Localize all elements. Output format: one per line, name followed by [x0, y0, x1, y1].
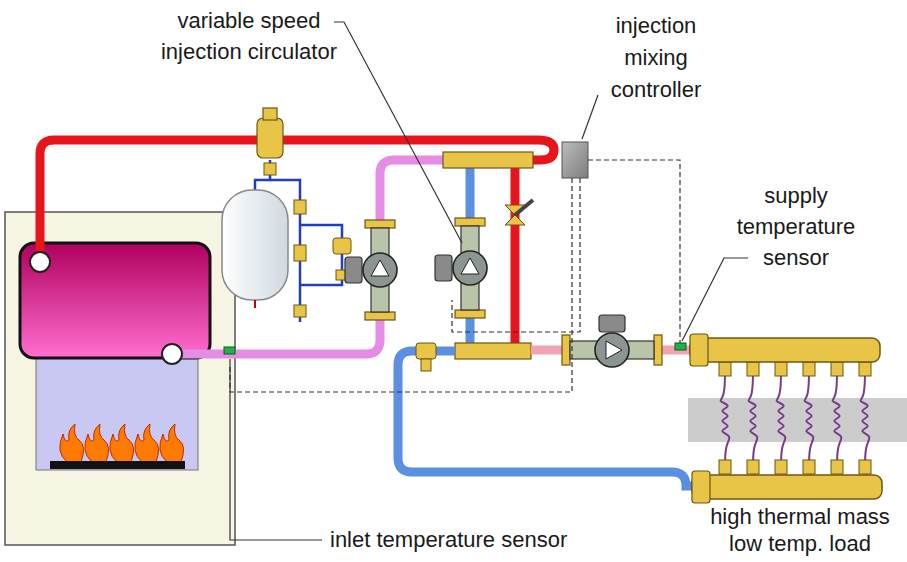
manifold-outlet — [859, 362, 871, 376]
boiler-circulator — [345, 220, 397, 320]
small-valves-part — [294, 200, 306, 214]
burner-flames-part — [60, 424, 84, 462]
boiler — [5, 212, 235, 545]
callout-label: high thermal mass low temp. load — [698, 503, 902, 557]
supply-manifold-part — [690, 338, 880, 362]
air-separator-part — [257, 118, 283, 158]
burner-flames-part — [110, 424, 134, 462]
leader-lines-part — [334, 22, 462, 243]
balancing-valve-part — [505, 215, 525, 225]
return-manifold-part — [692, 471, 710, 503]
manifold-outlet — [803, 460, 815, 474]
manifold-outlet — [747, 362, 759, 376]
manifold-outlet — [719, 362, 731, 376]
manifold-outlets — [719, 362, 871, 474]
air-separator-part — [263, 108, 277, 120]
tubing-loop — [721, 366, 730, 472]
balancing-valve-part — [515, 200, 533, 215]
closely-spaced-tees — [455, 343, 531, 359]
supply-manifold-part — [690, 334, 708, 366]
distribution-circulator — [562, 315, 662, 367]
small-valves-part — [333, 238, 351, 254]
sensor-wiring-part — [452, 178, 580, 332]
combustion-chamber — [36, 352, 198, 470]
burner-bar — [50, 461, 185, 469]
floor-tubing — [721, 366, 870, 472]
return-manifold — [692, 471, 882, 503]
injection-controller-box — [562, 142, 588, 178]
small-valves-part — [294, 305, 306, 317]
boiler-port — [30, 252, 50, 272]
balancing-valve — [505, 200, 533, 225]
leader-lines-part — [682, 258, 748, 341]
injection-circulator — [435, 218, 487, 318]
manifold-outlet — [831, 362, 843, 376]
manifold-outlet — [719, 460, 731, 474]
burner-flames-part — [135, 424, 159, 462]
thermal-mass-slab — [688, 398, 907, 442]
supply-sensor — [675, 343, 686, 350]
tank-valve — [254, 300, 256, 308]
purge-valve-part — [421, 359, 431, 371]
tubing-loop — [833, 366, 842, 472]
tubing-loop — [749, 366, 758, 472]
manifold-outlet — [775, 362, 787, 376]
callout-label: supply temperature sensor — [728, 180, 864, 273]
supply-manifold — [690, 334, 880, 366]
purge-valve-part — [416, 343, 436, 359]
inlet-sensor — [224, 347, 235, 354]
manifold-outlet — [803, 362, 815, 376]
callout-label: inlet temperature sensor — [330, 526, 567, 554]
return-manifold-part — [692, 475, 882, 499]
air-separator — [257, 108, 283, 158]
injection-supply-riser — [511, 166, 520, 346]
callout-label: variable speed injection circulator — [140, 5, 358, 67]
burner-flames-part — [85, 424, 109, 462]
burner-flames — [60, 424, 184, 462]
manifold-outlet — [747, 460, 759, 474]
expansion-tank — [222, 190, 288, 300]
manifold-outlet — [859, 460, 871, 474]
load-return-pipe — [398, 351, 696, 486]
manifold-outlet — [775, 460, 787, 474]
manifold-outlet — [831, 460, 843, 474]
sensor-wiring — [230, 160, 680, 392]
boiler-port — [162, 344, 182, 364]
tubing-loop — [777, 366, 786, 472]
tubing-loop — [861, 366, 870, 472]
closely-spaced-tees — [443, 152, 533, 168]
sensor-wiring-part — [588, 160, 680, 343]
boiler-cabinet — [5, 212, 235, 545]
leader-lines-part — [582, 95, 598, 139]
boiler-return-pipe — [172, 160, 446, 354]
callout-label: injection mixing controller — [597, 10, 715, 106]
leader-lines-part — [230, 364, 322, 540]
small-valves — [264, 163, 351, 317]
small-valves-part — [294, 245, 306, 261]
burner-flames-part — [160, 424, 184, 462]
tubing-loop — [805, 366, 814, 472]
heat-exchanger — [20, 243, 210, 358]
small-valves-part — [264, 163, 276, 175]
purge-valve — [416, 343, 436, 371]
sensor-wiring-part — [230, 178, 572, 392]
